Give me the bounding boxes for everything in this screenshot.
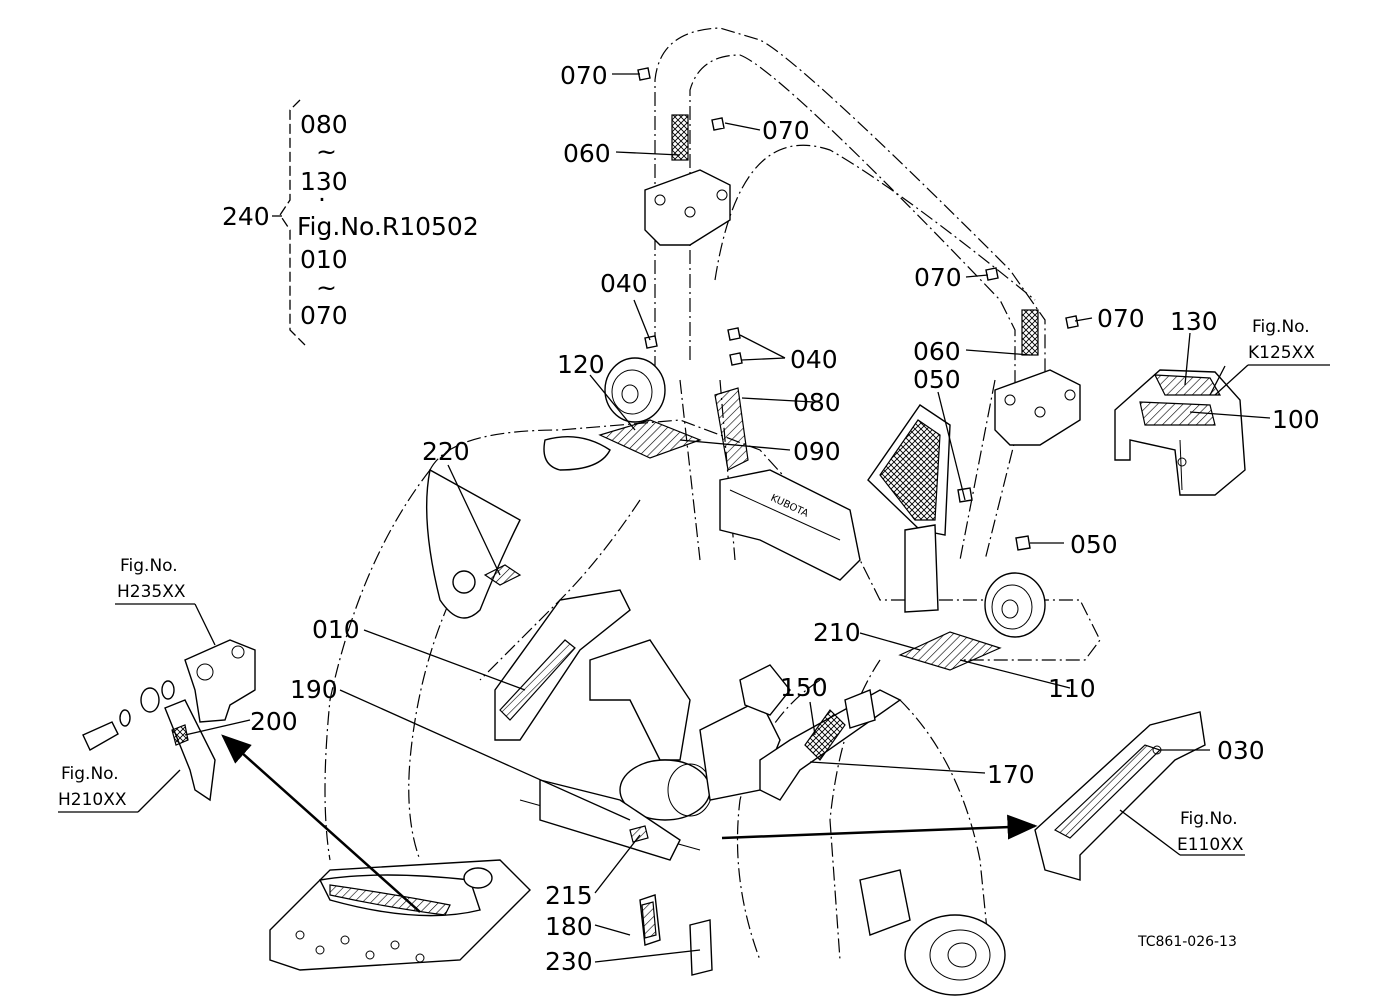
- range-line-6: 010: [300, 245, 348, 274]
- callout-070-a: 070: [560, 61, 608, 90]
- range-line-5: Fig.No.R10502: [297, 212, 479, 241]
- right-fender: [759, 689, 902, 801]
- callout-090: 090: [793, 437, 841, 466]
- fig-ref-k125-line2: K125XX: [1248, 343, 1315, 363]
- callout-030: 030: [1217, 736, 1265, 765]
- floor-plate: [269, 859, 531, 971]
- callout-050-a: 050: [913, 365, 961, 394]
- drawing-code: TC861-026-13: [1137, 934, 1237, 950]
- fig-ref-h235-line2: H235XX: [117, 582, 186, 602]
- figure-references: Fig.No. K125XX Fig.No. H235XX Fig.No. H2…: [58, 317, 1315, 855]
- callout-180: 180: [545, 912, 593, 941]
- fig-ref-k125-line1: Fig.No.: [1252, 317, 1310, 337]
- callout-120: 120: [557, 350, 605, 379]
- range-line-2: ~: [316, 137, 337, 166]
- range-line-3: 130: [300, 167, 348, 196]
- fig-ref-h235-line1: Fig.No.: [120, 556, 178, 576]
- callout-150: 150: [780, 673, 828, 702]
- seat-bracket: [867, 404, 1031, 613]
- range-line-7: ~: [316, 273, 337, 302]
- range-line-1: 080: [300, 110, 348, 139]
- callout-190: 190: [290, 675, 338, 704]
- callout-040-b: 040: [790, 345, 838, 374]
- decals-040: [644, 327, 743, 366]
- rops-hinge-right: [984, 572, 1046, 638]
- rops-bracket-right: [985, 267, 1081, 446]
- callout-200: 200: [250, 707, 298, 736]
- callout-070-c: 070: [914, 263, 962, 292]
- callout-170: 170: [987, 760, 1035, 789]
- hydraulic-fitting-detail: [82, 639, 256, 802]
- callout-130: 130: [1170, 307, 1218, 336]
- callout-230: 230: [545, 947, 593, 976]
- callout-110: 110: [1048, 674, 1096, 703]
- fig-ref-h210-line1: Fig.No.: [61, 764, 119, 784]
- toolbox: KUBOTA: [719, 469, 861, 581]
- lower-parts: [629, 825, 713, 976]
- callout-070-d: 070: [1097, 304, 1145, 333]
- callout-060-b: 060: [913, 337, 961, 366]
- fig-ref-h210-line2: H210XX: [58, 790, 127, 810]
- decals-fender: [483, 387, 1002, 671]
- callout-210: 210: [813, 618, 861, 647]
- callout-070-b: 070: [762, 116, 810, 145]
- callout-100: 100: [1272, 405, 1320, 434]
- callout-050-b: 050: [1070, 530, 1118, 559]
- fig-ref-e110-line1: Fig.No.: [1180, 809, 1238, 829]
- callout-labels: 070 070 060 070 070 060 040 040 050 050 …: [250, 61, 1320, 976]
- fender-body: [324, 419, 1101, 961]
- callout-220: 220: [422, 437, 470, 466]
- callout-215: 215: [545, 881, 593, 910]
- callout-080: 080: [793, 388, 841, 417]
- callout-060-a: 060: [563, 139, 611, 168]
- assembly-arrows: [221, 734, 1038, 913]
- range-line-8: 070: [300, 301, 348, 330]
- callout-010: 010: [312, 615, 360, 644]
- rops-frame: [654, 27, 1046, 561]
- rops-hinge-left: [604, 357, 666, 423]
- fig-ref-e110-line2: E110XX: [1177, 835, 1244, 855]
- step-plate-detail: [1034, 711, 1206, 881]
- rops-bracket-left: [637, 67, 731, 246]
- callout-040-a: 040: [600, 269, 648, 298]
- group-bracket-240: 240 080 ~ 130 · Fig.No.R10502 010 ~ 070: [222, 99, 479, 346]
- label-240: 240: [222, 202, 270, 231]
- step-cover-detail: [1114, 369, 1246, 496]
- seat-mount: [494, 589, 691, 761]
- rear-axle-hub: [859, 869, 1006, 996]
- range-line-4: ·: [318, 185, 326, 214]
- hitch-assembly: [519, 664, 791, 861]
- leader-lines: [58, 73, 1330, 963]
